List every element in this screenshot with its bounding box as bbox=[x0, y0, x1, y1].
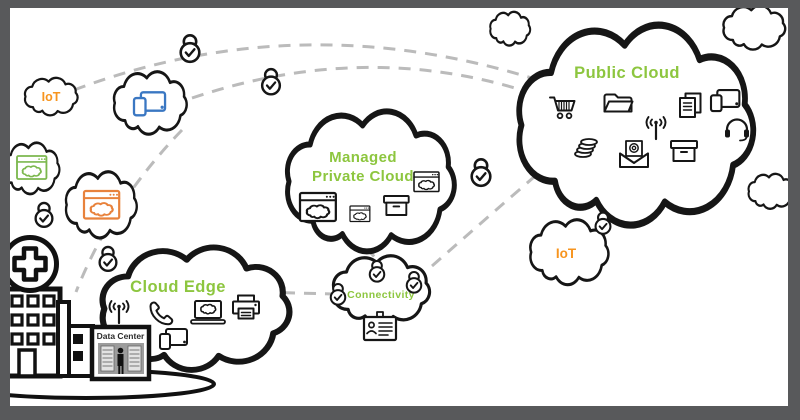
public-cloud: Public Cloud bbox=[519, 25, 753, 225]
window bbox=[73, 351, 83, 361]
door bbox=[17, 348, 37, 378]
dashed-link-devices-to-datacenter bbox=[74, 128, 184, 293]
padlock-check-icon bbox=[179, 33, 201, 64]
public-cloud-label: Public Cloud bbox=[574, 64, 680, 82]
padlock-check-icon bbox=[260, 67, 282, 96]
padlock-check-icon bbox=[594, 211, 612, 235]
padlock-check-icon bbox=[329, 282, 347, 306]
cloud-edge: Cloud Edge bbox=[103, 247, 290, 369]
documents-icon bbox=[679, 92, 702, 118]
data-center-box: Data Center bbox=[89, 324, 152, 382]
data-center-label: Data Center bbox=[97, 331, 145, 341]
hospital-cross-icon bbox=[12, 246, 48, 282]
connectivity-cloud: Connectivity bbox=[329, 254, 432, 342]
managed-private-cloud-label-line1: Managed bbox=[329, 149, 397, 166]
folder-icon bbox=[603, 93, 634, 113]
browser-cloud-icon bbox=[300, 193, 336, 221]
window bbox=[73, 334, 83, 344]
managed-private-cloud: Managed Private Cloud bbox=[287, 111, 454, 251]
padlock-check-icon bbox=[405, 270, 423, 294]
technician-silhouette bbox=[117, 347, 124, 374]
padlock-check-icon bbox=[470, 158, 492, 188]
browser-cloud-icon bbox=[350, 206, 370, 222]
decorative-cloud bbox=[489, 10, 532, 47]
cloud-edge-label: Cloud Edge bbox=[130, 278, 226, 296]
storage-box-icon bbox=[383, 195, 410, 216]
iot-label: IoT bbox=[42, 90, 61, 104]
iot-cloud-bottom-right: IoT bbox=[528, 218, 610, 287]
iot-label: IoT bbox=[556, 246, 577, 261]
padlock-check-icon bbox=[368, 259, 386, 283]
padlock-check-icon bbox=[34, 201, 54, 228]
dashed-link-devices-to-public bbox=[191, 65, 529, 100]
browser-cloud-icon bbox=[414, 172, 439, 192]
id-badge-icon bbox=[362, 310, 398, 342]
window-grid bbox=[10, 294, 56, 346]
padlock-check-icon bbox=[98, 245, 118, 272]
connectivity-label: Connectivity bbox=[347, 289, 415, 301]
laptop-cloud-icon bbox=[191, 301, 225, 324]
dashed-link-iot-to-public bbox=[73, 43, 539, 92]
iot-cloud-top-left: IoT bbox=[23, 76, 79, 117]
browser-cloud-icon bbox=[17, 156, 46, 179]
hospital-building bbox=[10, 235, 95, 379]
decorative-cloud bbox=[747, 172, 788, 211]
browser-cloud-icon bbox=[84, 191, 119, 219]
server-racks bbox=[100, 345, 142, 372]
managed-private-cloud-label-line2: Private Cloud bbox=[312, 168, 414, 185]
storage-box-icon bbox=[670, 140, 698, 162]
